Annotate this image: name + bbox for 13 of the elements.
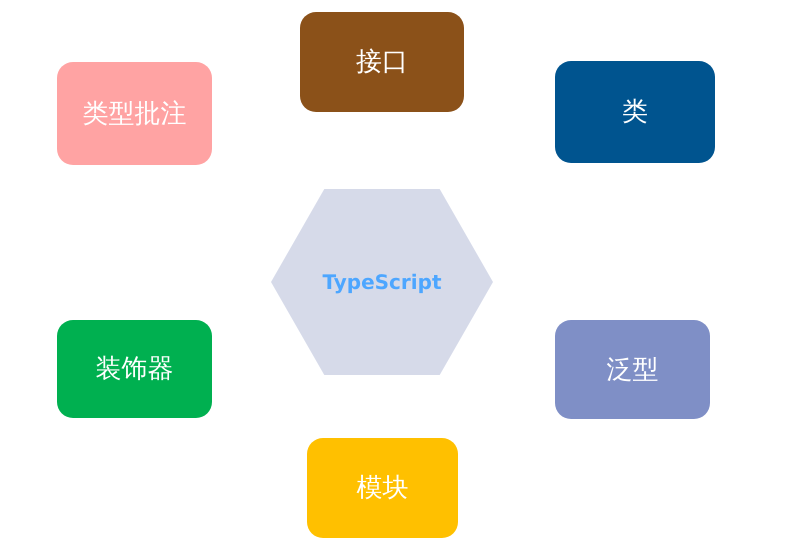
topic-card	[300, 12, 464, 112]
topic-card	[555, 61, 715, 163]
topic-label: 类	[622, 96, 648, 128]
topic-card	[57, 320, 212, 418]
topic-card	[555, 320, 710, 419]
topic-card	[307, 438, 458, 538]
topic-label: 接口	[356, 46, 408, 78]
topic-label: 装饰器	[96, 353, 174, 385]
topic-label: 模块	[356, 472, 408, 504]
topic-card	[57, 62, 212, 165]
topic-label: 泛型	[606, 354, 658, 386]
topic-label: 类型批注	[82, 98, 186, 130]
center-label: TypeScript	[322, 270, 442, 294]
